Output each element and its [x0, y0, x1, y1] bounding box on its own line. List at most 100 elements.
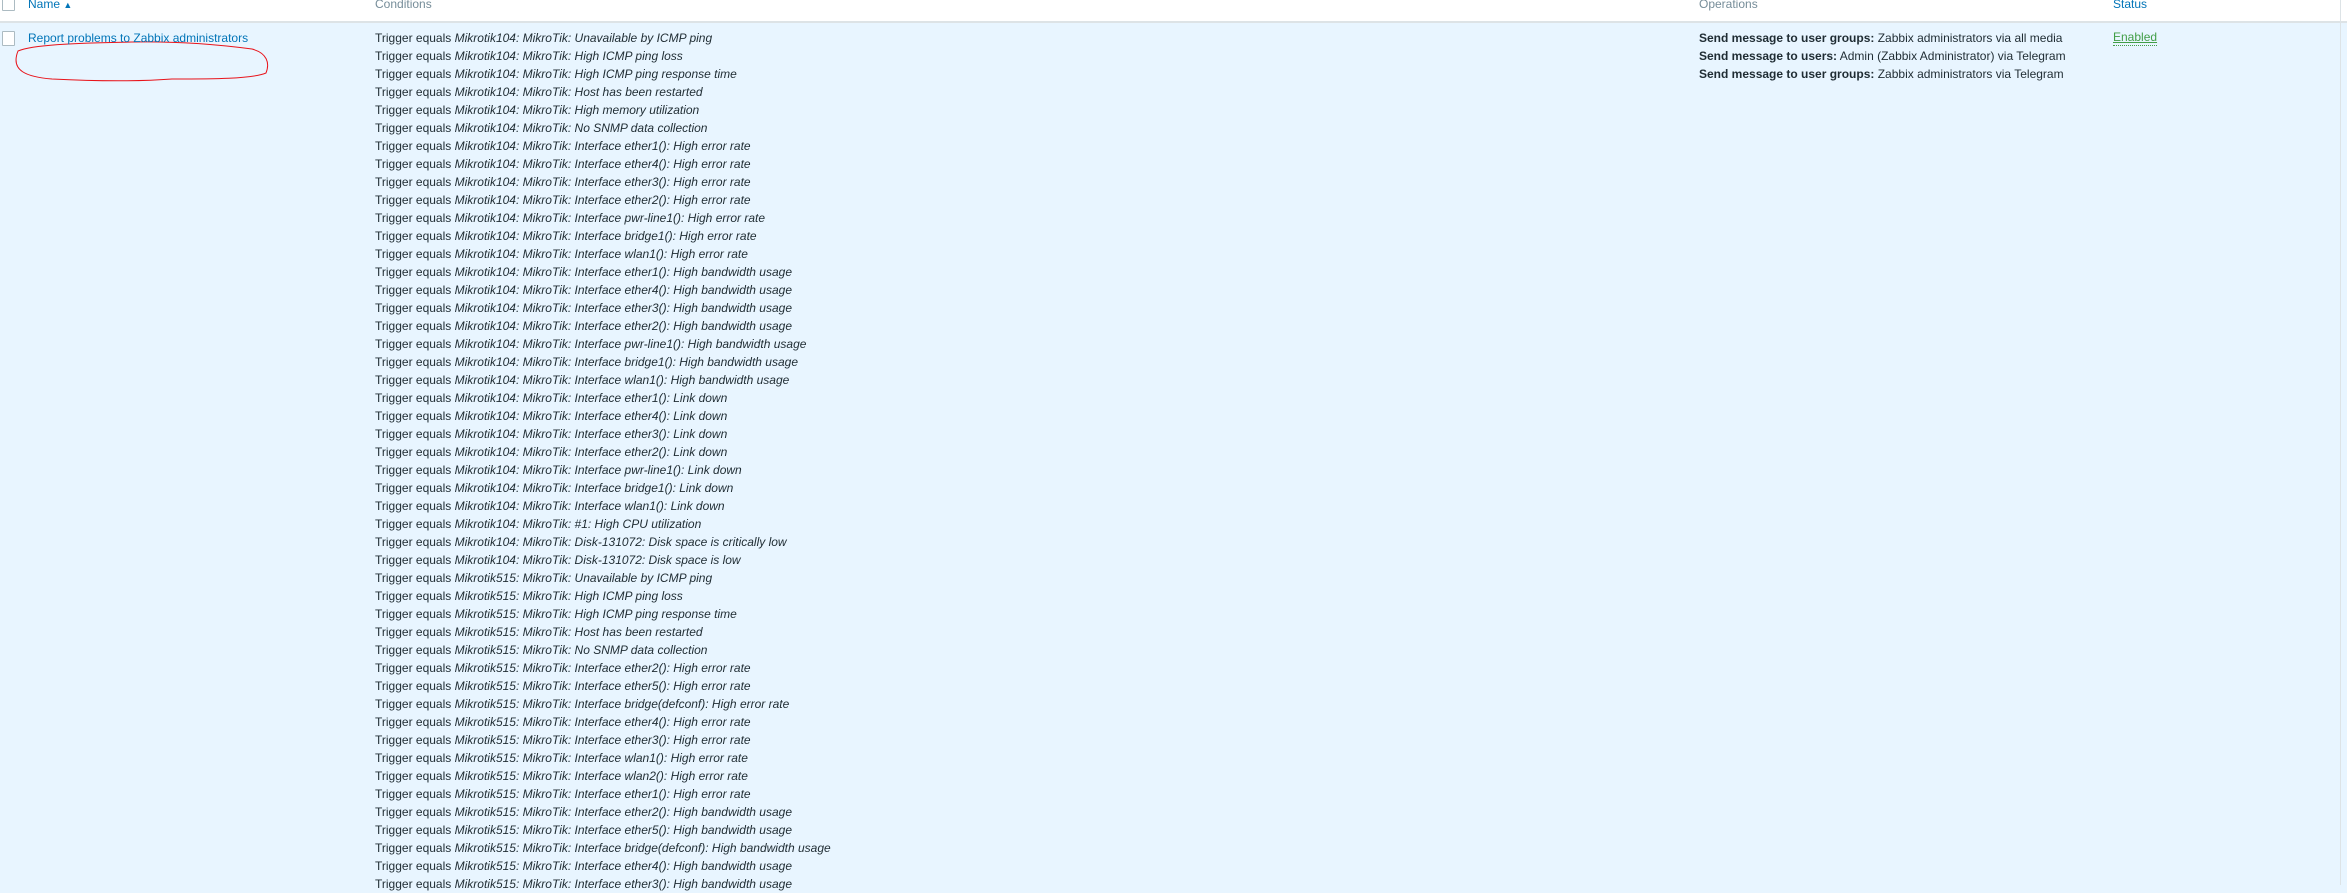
condition-item: Trigger equals Mikrotik515: MikroTik: In… — [375, 803, 831, 821]
condition-item: Trigger equals Mikrotik104: MikroTik: In… — [375, 245, 831, 263]
condition-item: Trigger equals Mikrotik104: MikroTik: In… — [375, 479, 831, 497]
condition-trigger: Mikrotik104: MikroTik: Disk-131072: Disk… — [454, 535, 787, 549]
condition-item: Trigger equals Mikrotik104: MikroTik: In… — [375, 137, 831, 155]
condition-prefix: Trigger equals — [375, 337, 452, 351]
condition-trigger: Mikrotik515: MikroTik: Interface ether2(… — [454, 661, 751, 675]
condition-trigger: Mikrotik104: MikroTik: Interface ether3(… — [454, 427, 728, 441]
condition-prefix: Trigger equals — [375, 391, 452, 405]
condition-trigger: Mikrotik515: MikroTik: Interface ether5(… — [454, 679, 751, 693]
condition-trigger: Mikrotik104: MikroTik: High ICMP ping re… — [454, 67, 737, 81]
column-header-status[interactable]: Status — [2113, 0, 2148, 11]
condition-item: Trigger equals Mikrotik104: MikroTik: In… — [375, 389, 831, 407]
condition-trigger: Mikrotik104: MikroTik: Interface bridge1… — [454, 355, 798, 369]
condition-trigger: Mikrotik104: MikroTik: Interface ether4(… — [454, 283, 792, 297]
condition-item: Trigger equals Mikrotik104: MikroTik: In… — [375, 209, 831, 227]
status-enabled-toggle[interactable]: Enabled — [2113, 30, 2158, 46]
condition-item: Trigger equals Mikrotik104: MikroTik: Hi… — [375, 47, 831, 65]
condition-trigger: Mikrotik515: MikroTik: Host has been res… — [454, 625, 703, 639]
condition-prefix: Trigger equals — [375, 211, 452, 225]
condition-item: Trigger equals Mikrotik515: MikroTik: In… — [375, 857, 831, 875]
operation-label: Send message to user groups: — [1699, 31, 1875, 45]
condition-trigger: Mikrotik104: MikroTik: Interface ether4(… — [454, 409, 728, 423]
condition-trigger: Mikrotik104: MikroTik: Unavailable by IC… — [454, 31, 713, 45]
operation-item: Send message to user groups: Zabbix admi… — [1699, 65, 2066, 83]
condition-trigger: Mikrotik104: MikroTik: Interface ether1(… — [454, 139, 751, 153]
condition-prefix: Trigger equals — [375, 751, 452, 765]
condition-item: Trigger equals Mikrotik104: MikroTik: #1… — [375, 515, 831, 533]
condition-trigger: Mikrotik104: MikroTik: Interface ether1(… — [454, 391, 728, 405]
condition-item: Trigger equals Mikrotik104: MikroTik: In… — [375, 227, 831, 245]
condition-prefix: Trigger equals — [375, 859, 452, 873]
operations-list: Send message to user groups: Zabbix admi… — [1699, 29, 2066, 83]
condition-trigger: Mikrotik104: MikroTik: Interface pwr-lin… — [454, 463, 742, 477]
condition-item: Trigger equals Mikrotik104: MikroTik: In… — [375, 371, 831, 389]
table-row: Report problems to Zabbix administrators… — [0, 23, 2340, 891]
condition-trigger: Mikrotik104: MikroTik: Interface pwr-lin… — [454, 337, 807, 351]
condition-prefix: Trigger equals — [375, 247, 452, 261]
condition-prefix: Trigger equals — [375, 607, 452, 621]
condition-item: Trigger equals Mikrotik104: MikroTik: No… — [375, 119, 831, 137]
condition-prefix: Trigger equals — [375, 787, 452, 801]
condition-trigger: Mikrotik515: MikroTik: Interface bridge(… — [454, 697, 790, 711]
condition-item: Trigger equals Mikrotik515: MikroTik: In… — [375, 767, 831, 785]
condition-trigger: Mikrotik515: MikroTik: Interface ether2(… — [454, 805, 792, 819]
condition-prefix: Trigger equals — [375, 373, 452, 387]
condition-prefix: Trigger equals — [375, 139, 452, 153]
condition-item: Trigger equals Mikrotik104: MikroTik: In… — [375, 263, 831, 281]
condition-trigger: Mikrotik104: MikroTik: #1: High CPU util… — [454, 517, 702, 531]
condition-trigger: Mikrotik515: MikroTik: Interface ether4(… — [454, 715, 751, 729]
condition-prefix: Trigger equals — [375, 85, 452, 99]
condition-trigger: Mikrotik515: MikroTik: Interface ether4(… — [454, 859, 792, 873]
condition-item: Trigger equals Mikrotik515: MikroTik: Hi… — [375, 587, 831, 605]
condition-prefix: Trigger equals — [375, 175, 452, 189]
condition-trigger: Mikrotik104: MikroTik: Disk-131072: Disk… — [454, 553, 741, 567]
condition-prefix: Trigger equals — [375, 229, 452, 243]
condition-prefix: Trigger equals — [375, 67, 452, 81]
condition-prefix: Trigger equals — [375, 409, 452, 423]
condition-prefix: Trigger equals — [375, 841, 452, 855]
row-checkbox[interactable] — [2, 31, 15, 46]
condition-item: Trigger equals Mikrotik104: MikroTik: Un… — [375, 29, 831, 47]
operation-item: Send message to users: Admin (Zabbix Adm… — [1699, 47, 2066, 65]
condition-item: Trigger equals Mikrotik515: MikroTik: In… — [375, 695, 831, 713]
condition-item: Trigger equals Mikrotik104: MikroTik: Di… — [375, 533, 831, 551]
condition-trigger: Mikrotik515: MikroTik: Interface ether5(… — [454, 823, 792, 837]
condition-item: Trigger equals Mikrotik104: MikroTik: Hi… — [375, 65, 831, 83]
condition-prefix: Trigger equals — [375, 49, 452, 63]
condition-prefix: Trigger equals — [375, 715, 452, 729]
condition-item: Trigger equals Mikrotik104: MikroTik: In… — [375, 407, 831, 425]
condition-item: Trigger equals Mikrotik515: MikroTik: In… — [375, 785, 831, 803]
select-all-checkbox[interactable] — [2, 0, 15, 11]
operation-value: Admin (Zabbix Administrator) via Telegra… — [1837, 49, 2066, 63]
right-border — [2340, 0, 2341, 885]
condition-trigger: Mikrotik515: MikroTik: Interface ether1(… — [454, 787, 751, 801]
condition-item: Trigger equals Mikrotik104: MikroTik: In… — [375, 191, 831, 209]
condition-trigger: Mikrotik104: MikroTik: High memory utili… — [454, 103, 700, 117]
condition-trigger: Mikrotik104: MikroTik: Interface ether1(… — [454, 265, 792, 279]
condition-prefix: Trigger equals — [375, 643, 452, 657]
condition-trigger: Mikrotik104: MikroTik: Interface bridge1… — [454, 229, 757, 243]
action-name-link[interactable]: Report problems to Zabbix administrators — [28, 31, 249, 45]
condition-item: Trigger equals Mikrotik104: MikroTik: In… — [375, 317, 831, 335]
condition-trigger: Mikrotik515: MikroTik: High ICMP ping lo… — [454, 589, 683, 603]
condition-item: Trigger equals Mikrotik104: MikroTik: Ho… — [375, 83, 831, 101]
column-header-name[interactable]: Name ▲ — [28, 0, 73, 11]
condition-item: Trigger equals Mikrotik515: MikroTik: In… — [375, 875, 831, 893]
condition-prefix: Trigger equals — [375, 805, 452, 819]
condition-item: Trigger equals Mikrotik104: MikroTik: In… — [375, 497, 831, 515]
condition-item: Trigger equals Mikrotik104: MikroTik: In… — [375, 173, 831, 191]
condition-prefix: Trigger equals — [375, 463, 452, 477]
condition-trigger: Mikrotik515: MikroTik: Interface ether3(… — [454, 733, 751, 747]
condition-trigger: Mikrotik515: MikroTik: Interface bridge(… — [454, 841, 831, 855]
operation-label: Send message to user groups: — [1699, 67, 1875, 81]
condition-item: Trigger equals Mikrotik104: MikroTik: Hi… — [375, 101, 831, 119]
condition-item: Trigger equals Mikrotik515: MikroTik: Ho… — [375, 623, 831, 641]
condition-prefix: Trigger equals — [375, 31, 452, 45]
operation-label: Send message to users: — [1699, 49, 1838, 63]
condition-trigger: Mikrotik104: MikroTik: No SNMP data coll… — [454, 121, 708, 135]
condition-prefix: Trigger equals — [375, 553, 452, 567]
condition-trigger: Mikrotik104: MikroTik: Interface ether2(… — [454, 319, 792, 333]
condition-trigger: Mikrotik104: MikroTik: Host has been res… — [454, 85, 703, 99]
condition-prefix: Trigger equals — [375, 355, 452, 369]
condition-trigger: Mikrotik515: MikroTik: Interface wlan1()… — [454, 751, 748, 765]
